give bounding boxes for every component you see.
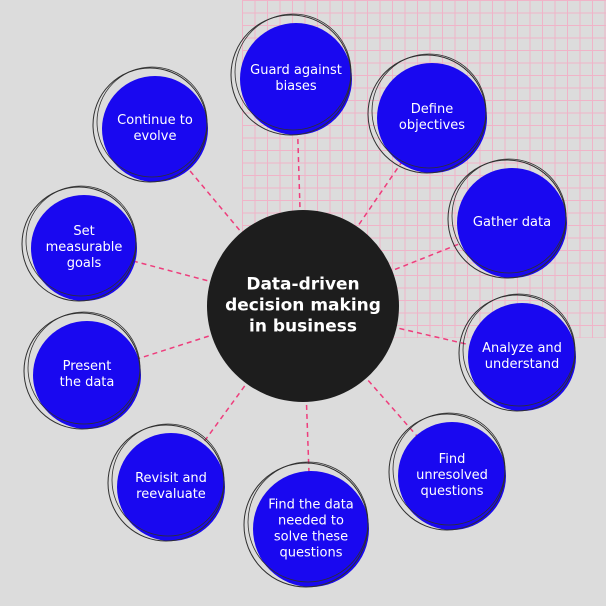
node-find-the-data-needed-sketch-outline-2 — [247, 461, 369, 583]
node-continue-to-evolve-sketch-outline-2 — [96, 66, 208, 178]
center-topic-circle — [207, 210, 399, 402]
node-analyze-and-understand-sketch-outline-2 — [462, 293, 576, 407]
node-gather-data-sketch-outline-2 — [451, 158, 567, 274]
node-present-the-data-circle — [33, 321, 141, 429]
node-define-objectives-circle — [377, 63, 487, 173]
node-define-objectives-sketch-outline-2 — [371, 53, 487, 169]
node-set-measurable-goals-circle — [31, 195, 137, 301]
node-revisit-and-reevaluate-circle — [117, 433, 225, 541]
node-find-unresolved-questions-sketch-outline-2 — [392, 412, 506, 526]
node-guard-against-biases-sketch-outline-2 — [234, 13, 352, 131]
node-analyze-and-understand-circle — [468, 303, 576, 411]
node-continue-to-evolve-circle — [102, 76, 208, 182]
node-gather-data-circle — [457, 168, 567, 278]
node-present-the-data-sketch-outline-2 — [27, 311, 141, 425]
node-set-measurable-goals-sketch-outline-2 — [25, 185, 137, 297]
node-find-unresolved-questions-circle — [398, 422, 506, 530]
node-find-the-data-needed-circle — [253, 471, 369, 587]
node-guard-against-biases-circle — [240, 23, 352, 135]
node-revisit-and-reevaluate-sketch-outline-2 — [111, 423, 225, 537]
